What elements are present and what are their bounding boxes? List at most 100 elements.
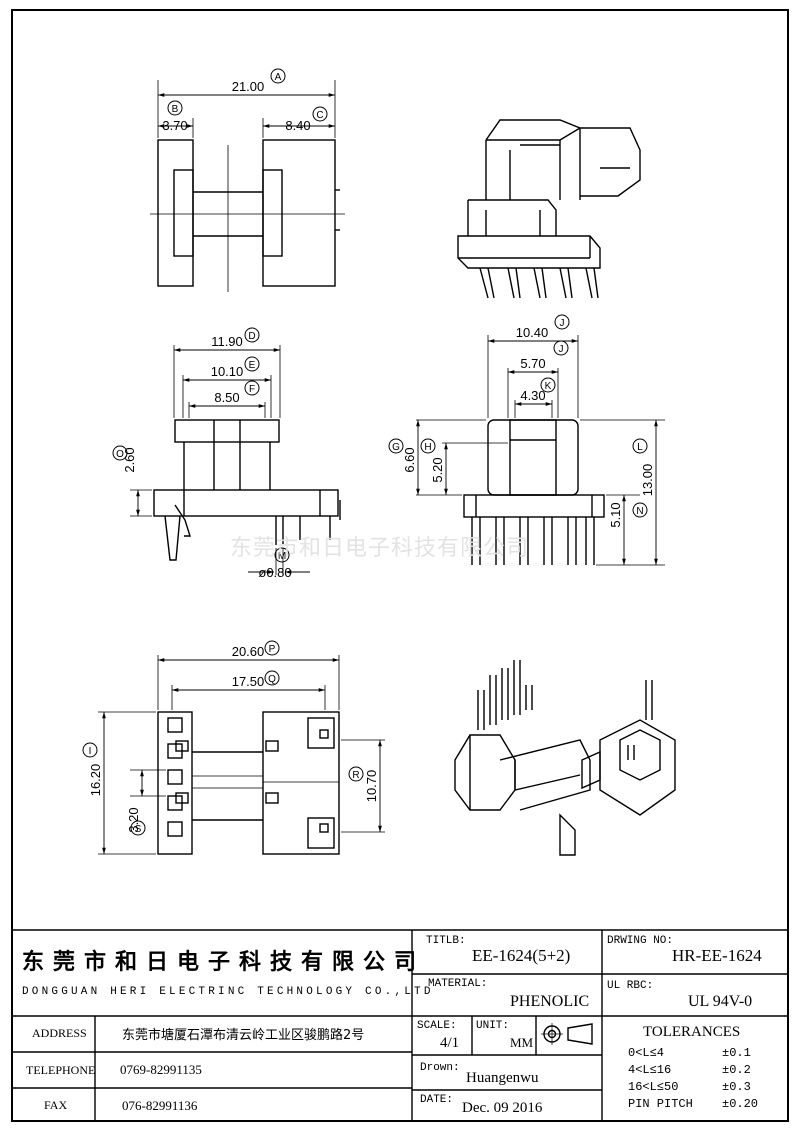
dim-E-tag: E — [244, 356, 260, 372]
dim-E-value: 10.10 — [211, 364, 244, 379]
watermark: 东莞市和日电子科技有限公司 — [230, 536, 530, 561]
ul-label: UL RBC: — [607, 980, 654, 992]
fax-label: FAX — [44, 1098, 68, 1112]
tolerance-value: ±0.2 — [722, 1063, 751, 1077]
dim-S-value: 3.20 — [126, 807, 141, 832]
dim-L-value: 13.00 — [640, 464, 655, 497]
svg-text:M: M — [278, 551, 286, 562]
material-value: PHENOLIC — [510, 993, 590, 1010]
side-view — [130, 345, 341, 575]
iso-view-top — [457, 119, 641, 299]
date-value: Dec. 09 2016 — [462, 1100, 543, 1116]
dim-A-value: 21.00 — [232, 79, 265, 94]
svg-text:N: N — [636, 506, 643, 517]
dim-P-tag: P — [264, 640, 280, 656]
svg-text:J: J — [559, 344, 564, 355]
dim-R-value: 10.70 — [364, 770, 379, 803]
svg-text:A: A — [275, 72, 282, 83]
dim-I-value: 16.20 — [88, 764, 103, 797]
dim-A-tag: A — [270, 68, 286, 84]
svg-text:L: L — [637, 442, 643, 453]
svg-text:G: G — [392, 442, 400, 453]
tolerance-range: PIN PITCH — [628, 1097, 693, 1111]
dim-F-tag: F — [244, 380, 260, 396]
svg-text:I: I — [89, 746, 92, 757]
tolerance-range: 16<L≤50 — [628, 1080, 679, 1094]
dim-B-value: 3.70 — [162, 118, 187, 133]
svg-text:P: P — [269, 644, 276, 655]
dim-M-tag: M — [274, 547, 290, 563]
iso-view-bottom — [454, 660, 676, 856]
dim-G-value: 6.60 — [402, 447, 417, 472]
bottom-view — [98, 655, 385, 855]
front-view — [416, 335, 665, 566]
svg-text:C: C — [316, 110, 323, 121]
svg-text:K: K — [545, 381, 552, 392]
drawing-number-label: DRWING NO: — [607, 935, 674, 947]
dim-O-value: 2.60 — [122, 447, 137, 472]
dim-J2-value: 5.70 — [520, 356, 545, 371]
unit-label: UNIT: — [476, 1020, 510, 1032]
title-block-lines — [12, 929, 788, 1121]
top-view — [150, 80, 345, 292]
telephone-label: TELEPHONE — [26, 1063, 96, 1077]
ul-value: UL 94V-0 — [688, 993, 753, 1010]
svg-text:D: D — [248, 331, 255, 342]
tolerances-label: TOLERANCES — [643, 1024, 741, 1040]
drawn-value: Huangenwu — [466, 1070, 539, 1086]
svg-text:J: J — [560, 318, 565, 329]
svg-text:S: S — [135, 824, 142, 835]
tolerance-value: ±0.3 — [722, 1080, 751, 1094]
unit-value: MM — [510, 1035, 534, 1050]
svg-text:H: H — [424, 442, 431, 453]
dim-N-tag: N — [632, 502, 648, 518]
dim-M-value: ø0.80 — [258, 565, 291, 580]
svg-text:R: R — [352, 770, 359, 781]
drawn-label: Drown: — [420, 1062, 460, 1074]
dim-C-tag: C — [312, 106, 328, 122]
dim-J1-tag: J — [554, 314, 570, 330]
date-label: DATE: — [420, 1094, 454, 1106]
dim-J2-tag: J — [553, 340, 569, 356]
dim-H-tag: H — [420, 438, 436, 454]
tolerance-value: ±0.20 — [722, 1097, 759, 1111]
title-label: TITLB: — [426, 935, 466, 947]
tolerance-range: 4<L≤16 — [628, 1063, 672, 1077]
dim-B-tag: B — [167, 100, 183, 116]
drawing-number-value: HR-EE-1624 — [672, 946, 762, 965]
address-label: ADDRESS — [32, 1026, 87, 1040]
svg-text:B: B — [172, 104, 179, 115]
scale-label: SCALE: — [417, 1020, 457, 1032]
dim-S-tag: S — [130, 820, 146, 836]
dim-D-tag: D — [244, 327, 260, 343]
company-name-en: DONGGUAN HERI ELECTRINC TECHNOLOGY CO.,L… — [22, 986, 434, 998]
dim-O-tag: O — [112, 445, 128, 461]
title-value: EE-1624(5+2) — [472, 946, 571, 965]
svg-text:Q: Q — [268, 674, 276, 685]
dim-Q-value: 17.50 — [232, 674, 265, 689]
fax-value: 076-82991136 — [122, 1098, 198, 1113]
svg-text:E: E — [249, 360, 256, 371]
dim-L-tag: L — [632, 438, 648, 454]
dim-H-value: 5.20 — [430, 457, 445, 482]
dim-N-value: 5.10 — [608, 502, 623, 527]
dim-Q-tag: Q — [264, 670, 280, 686]
dim-R-tag: R — [348, 766, 364, 782]
tolerance-range: 0<L≤4 — [628, 1046, 665, 1060]
dim-I-tag: I — [82, 742, 98, 758]
scale-value: 4/1 — [440, 1035, 460, 1051]
svg-text:F: F — [249, 384, 255, 395]
dim-G-tag: G — [388, 438, 404, 454]
dim-C-value: 8.40 — [285, 118, 310, 133]
dim-K-value: 4.30 — [520, 388, 545, 403]
dim-F-value: 8.50 — [214, 390, 239, 405]
dim-J1-value: 10.40 — [516, 325, 549, 340]
svg-text:O: O — [116, 449, 124, 460]
dim-K-tag: K — [540, 377, 556, 393]
telephone-value: 0769-82991135 — [120, 1062, 202, 1077]
material-label: MATERIAL: — [428, 978, 488, 990]
tolerance-value: ±0.1 — [722, 1046, 751, 1060]
company-name-cn: 东莞市和日电子科技有限公司 — [22, 950, 426, 975]
dim-P-value: 20.60 — [232, 644, 265, 659]
